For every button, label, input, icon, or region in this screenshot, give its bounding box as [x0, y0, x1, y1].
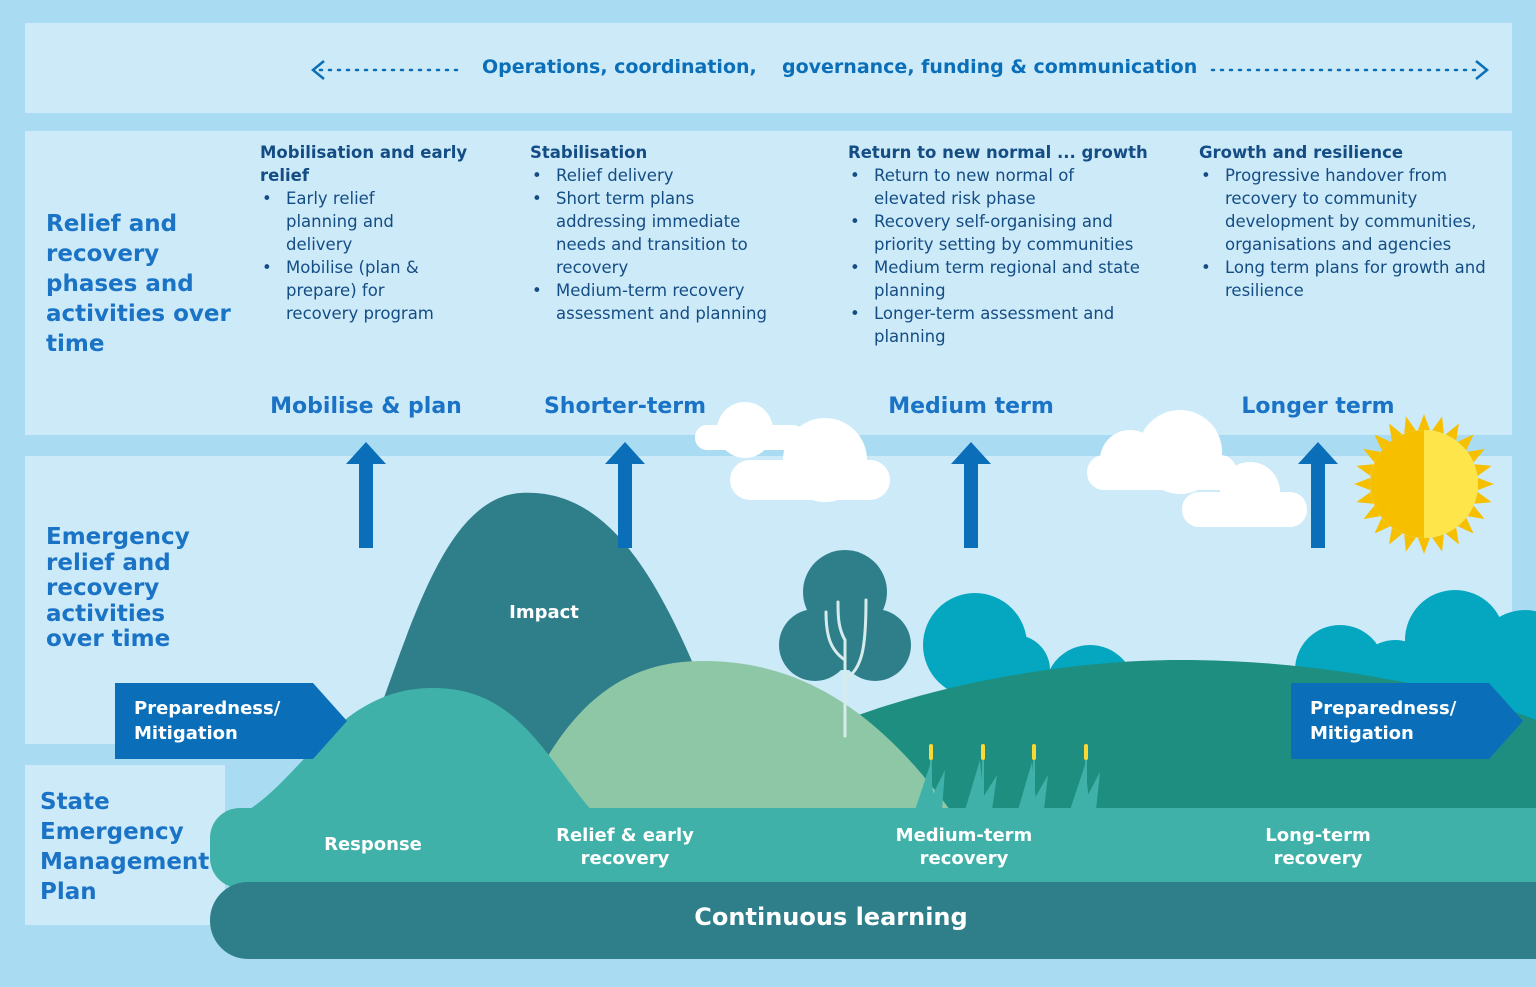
relief-hill [520, 660, 950, 810]
banner-left-arrow [311, 60, 464, 80]
preparedness-right-arrow [1291, 683, 1523, 759]
banner-left-text: Operations, coordination, [482, 56, 757, 78]
reeds [915, 744, 1100, 810]
banner-right-text: governance, funding & communication [782, 56, 1198, 78]
term-label-longer: Longer term [1241, 394, 1395, 419]
phase-title: Stabilisation [530, 143, 648, 162]
response-hill [230, 687, 600, 820]
phase-item: Medium-term recovery assessment and plan… [530, 279, 781, 325]
continuous-learning-band [210, 882, 1536, 959]
up-arrow-icon [951, 442, 991, 548]
up-arrow-icon [1298, 442, 1338, 548]
phase-item: Long term plans for growth and resilienc… [1199, 256, 1497, 302]
phase-item: Medium term regional and state planning [848, 256, 1144, 302]
phase-item: Progressive handover from recovery to co… [1199, 164, 1497, 256]
preparedness-left-label: Preparedness/ Mitigation [134, 698, 281, 744]
term-label-mobilise: Mobilise & plan [270, 394, 462, 419]
phase-title: Growth and resilience [1199, 143, 1404, 162]
long-term-recovery-label: Long-term recovery [1265, 825, 1371, 869]
phase-item: Mobilise (plan & prepare) for recovery p… [260, 256, 461, 325]
impact-label: Impact [509, 602, 579, 623]
phase-title: Mobilisation and early relief [260, 143, 468, 185]
cloud-icon [695, 402, 890, 502]
semp-panel [25, 765, 225, 925]
relief-early-recovery-label: Relief & early recovery [556, 825, 694, 869]
phase-return-to-normal: Return to new normal ... growth Return t… [848, 141, 1168, 348]
phase-item: Relief delivery [530, 164, 800, 187]
preparedness-left-arrow [115, 683, 347, 759]
phase-mobilisation: Mobilisation and early relief Early reli… [260, 141, 485, 325]
phase-item: Longer-term assessment and planning [848, 302, 1164, 348]
phase-item: Early relief planning and delivery [260, 187, 426, 256]
continuous-learning-label: Continuous learning [694, 903, 968, 931]
phase-growth-resilience: Growth and resilience Progressive handov… [1199, 141, 1509, 302]
response-label: Response [324, 834, 422, 855]
up-arrow-icon [605, 442, 645, 548]
phase-item: Return to new normal of elevated risk ph… [848, 164, 1114, 210]
phase-title: Return to new normal ... growth [848, 143, 1148, 162]
phase-item: Short term plans addressing immediate ne… [530, 187, 781, 279]
governance-banner [25, 23, 1512, 113]
phase-stabilisation: Stabilisation Relief delivery Short term… [530, 141, 800, 325]
phases-side-label: Relief and recovery phases and activitie… [46, 211, 231, 357]
medium-term-recovery-label: Medium-term recovery [895, 825, 1033, 869]
preparedness-right-label: Preparedness/ Mitigation [1310, 698, 1457, 744]
cloud-icon [1087, 410, 1307, 527]
banner-right-arrow [1210, 60, 1489, 80]
up-arrow-icon [346, 442, 386, 548]
recovery-band [210, 808, 1536, 888]
activities-side-label: Emergency relief and recovery activities… [46, 524, 190, 652]
tree [779, 550, 911, 738]
term-label-medium: Medium term [888, 394, 1054, 419]
sun-icon [1354, 414, 1494, 554]
semp-side-label: State Emergency Management Plan [40, 789, 210, 905]
phase-item: Recovery self-organising and priority se… [848, 210, 1164, 256]
term-label-shorter: Shorter-term [543, 394, 707, 419]
